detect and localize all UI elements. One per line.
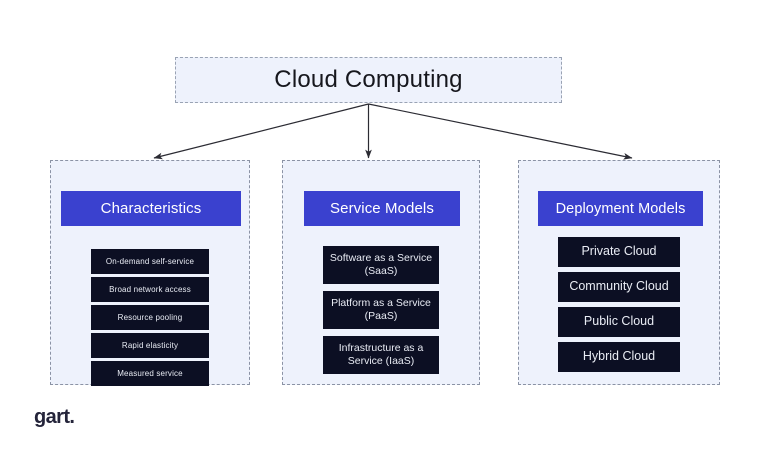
list-item: On-demand self-service	[91, 249, 209, 274]
list-item: Platform as a Service (PaaS)	[323, 291, 439, 329]
branch-header-label: Service Models	[330, 200, 434, 217]
branch-header-label: Deployment Models	[555, 200, 686, 217]
branch-header-label: Characteristics	[100, 200, 202, 217]
branch-panel-deployment-models: Deployment Models Private Cloud Communit…	[518, 160, 720, 385]
root-node-label: Cloud Computing	[274, 66, 463, 93]
list-item: Rapid elasticity	[91, 333, 209, 358]
arrow-to-deployment-models	[368, 103, 633, 160]
arrow-to-characteristics	[153, 103, 369, 160]
branch-item-list: Software as a Service (SaaS) Platform as…	[283, 246, 479, 374]
branch-header-characteristics: Characteristics	[61, 191, 241, 226]
list-item: Private Cloud	[558, 237, 680, 267]
branch-panel-characteristics: Characteristics On-demand self-service B…	[50, 160, 250, 386]
branch-item-list: On-demand self-service Broad network acc…	[51, 249, 249, 386]
brand-logo: gart.	[34, 406, 75, 428]
branch-panel-service-models: Service Models Software as a Service (Sa…	[282, 160, 480, 385]
list-item: Resource pooling	[91, 305, 209, 330]
list-item: Community Cloud	[558, 272, 680, 302]
list-item: Public Cloud	[558, 307, 680, 337]
branch-header-deployment-models: Deployment Models	[538, 191, 703, 226]
list-item: Software as a Service (SaaS)	[323, 246, 439, 284]
root-node-cloud-computing: Cloud Computing	[175, 57, 562, 103]
branch-header-service-models: Service Models	[304, 191, 460, 226]
list-item: Measured service	[91, 361, 209, 386]
list-item: Broad network access	[91, 277, 209, 302]
branch-item-list: Private Cloud Community Cloud Public Clo…	[519, 237, 719, 372]
list-item: Hybrid Cloud	[558, 342, 680, 372]
list-item: Infrastructure as a Service (IaaS)	[323, 336, 439, 374]
